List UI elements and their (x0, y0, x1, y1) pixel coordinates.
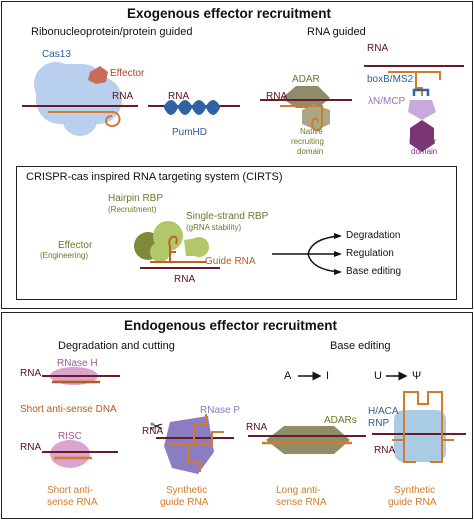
native-label-3: domain (297, 147, 324, 156)
ai-i-label: I (326, 370, 330, 382)
adar-rna-label: RNA (266, 91, 288, 102)
cirts-branch-arrows (272, 235, 341, 273)
outcome-regulation: Regulation (346, 248, 394, 259)
cas13-label: Cas13 (42, 49, 71, 60)
native-label-1: Native (300, 127, 323, 136)
native-label-2: recruiting (291, 137, 324, 146)
hairpin-label: Hairpin RBP (108, 193, 164, 204)
cirts-guide (150, 235, 206, 263)
effector-domain-label-1: Effector (409, 137, 437, 146)
syn1-label-1: Synthetic (166, 485, 208, 496)
adar-label: ADAR (292, 74, 320, 85)
adars-label: ADARs (324, 415, 357, 426)
syn2-label-2: guide RNA (388, 497, 437, 508)
rnaseh-label: RNase H (57, 358, 98, 369)
upsi-u-label: U (374, 370, 382, 382)
lambda-label: λN/MCP (368, 96, 406, 107)
risc-label: RISC (58, 431, 82, 442)
cirts-effector-label: Effector (58, 240, 93, 251)
boxb-label: boxB/MS2 (367, 74, 414, 85)
cirts-effector-sub-label: (Engineering) (40, 251, 89, 260)
hrnp-blob (394, 410, 446, 462)
effector-domain (410, 120, 434, 152)
rna-section-heading: RNA guided (307, 26, 366, 38)
adars-protein (266, 426, 350, 454)
cirts-rna-label: RNA (174, 274, 196, 285)
syn2-label-1: Synthetic (394, 485, 436, 496)
cirts-title: CRISPR-cas inspired RNA targeting system… (26, 171, 283, 183)
pumhd-protein (164, 100, 220, 115)
long-rna-label-2: sense RNA (276, 497, 327, 508)
ai-a-label: A (284, 370, 292, 382)
cas13-rna-label: RNA (112, 91, 134, 102)
rnaseh-rna-label: RNA (20, 368, 42, 379)
endogenous-panel (1, 312, 473, 519)
scissors-icon: ✂ (150, 419, 163, 436)
adar-guide (280, 105, 323, 131)
short-dna-label: Short anti-sense DNA (20, 404, 117, 415)
risc-rna-label: RNA (20, 442, 42, 453)
endogenous-title: Endogenous effector recruitment (124, 318, 338, 333)
short-rna-label-1: Short anti- (47, 485, 94, 496)
hrnp-rna-label: RNA (374, 445, 396, 456)
pumhd-label: PumHD (172, 127, 208, 138)
outcome-base-editing: Base editing (346, 266, 402, 277)
rnasep-guide (168, 414, 224, 472)
pumhd-rna-label: RNA (168, 91, 190, 102)
adars-rna-label: RNA (246, 422, 268, 433)
effector-label: Effector (110, 68, 145, 79)
ssrbp-label: Single-strand RBP (186, 211, 269, 222)
effector-domain-label-2: domain (411, 147, 438, 156)
long-rna-label-1: Long anti- (276, 485, 321, 496)
base-section-heading: Base editing (330, 340, 391, 352)
outcome-degradation: Degradation (346, 230, 401, 241)
boxb-hairpin (412, 88, 430, 96)
rnasep-label: RNase P (200, 405, 241, 416)
exogenous-panel (1, 1, 473, 309)
syn1-label-2: guide RNA (160, 497, 209, 508)
cas13-guide (48, 111, 121, 128)
cirts-box (16, 166, 457, 300)
hrnp-guide (392, 391, 454, 463)
rnp-section-heading: Ribonucleoprotein/protein guided (31, 26, 193, 38)
rnasep-rna-label: RNA (142, 426, 164, 437)
boxb-rna-label: RNA (367, 43, 389, 54)
exogenous-title: Exogenous effector recruitment (127, 6, 332, 21)
deg-section-heading: Degradation and cutting (58, 340, 175, 352)
cirts-construct (134, 221, 209, 262)
hrnp-label-2: RNP (368, 418, 390, 429)
lambda-binder (408, 100, 436, 120)
ssrbp-sub-label: (gRNA stability) (186, 223, 242, 232)
hrnp-label-1: H/ACA (368, 406, 399, 417)
guide-rna-label: Guide RNA (205, 256, 256, 267)
upsi-psi-label: Ψ (412, 370, 422, 382)
hairpin-sub-label: (Recruitment) (108, 205, 157, 214)
short-rna-label-2: sense RNA (47, 497, 98, 508)
risc-blob (50, 440, 90, 468)
